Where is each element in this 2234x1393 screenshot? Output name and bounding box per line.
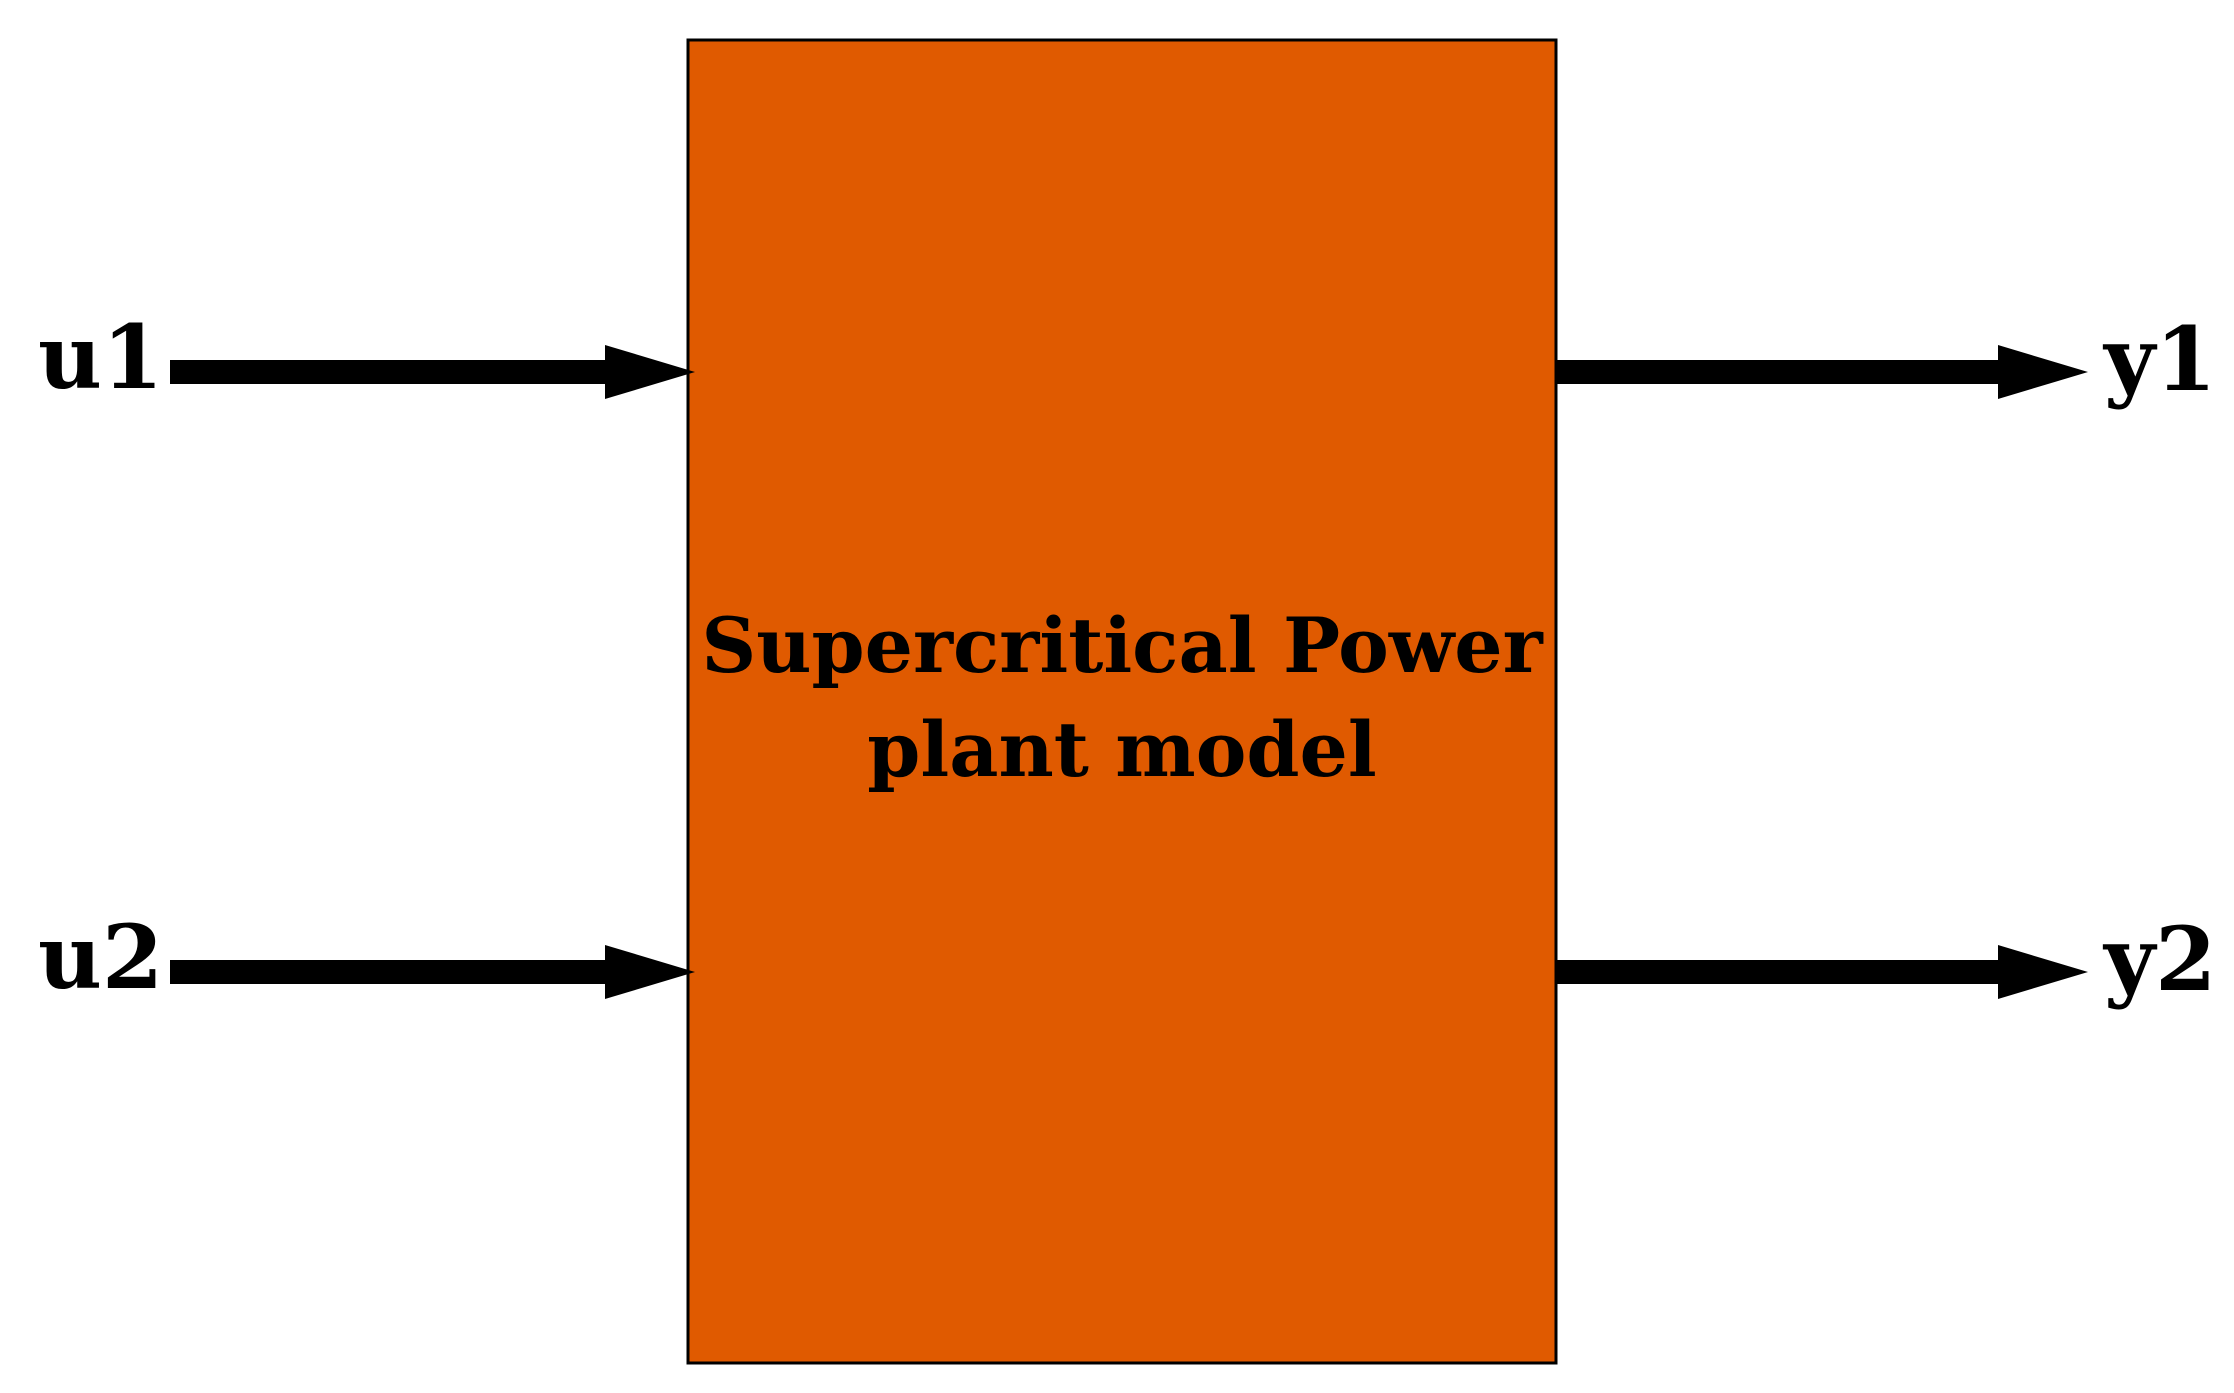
output-arrow-y2 xyxy=(1556,945,2088,999)
input-label-u2: u2 xyxy=(38,905,163,1009)
output-arrow-y1 xyxy=(1556,345,2088,399)
input-arrow-u2 xyxy=(170,945,695,999)
input-label-u1: u1 xyxy=(38,305,163,409)
output-label-y2: y2 xyxy=(2102,907,2216,1011)
plant-model-block xyxy=(686,38,1558,1365)
input-arrow-u1 xyxy=(170,345,695,399)
block-label-line1: Supercritical Power xyxy=(701,601,1543,690)
output-label-y1: y1 xyxy=(2102,307,2216,411)
block-label-line2: plant model xyxy=(867,705,1377,794)
